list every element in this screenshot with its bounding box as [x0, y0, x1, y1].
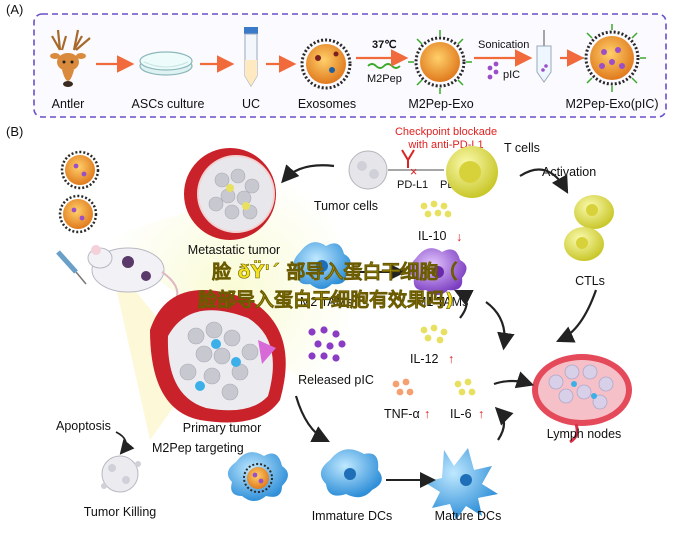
- released-pic-label: Released pIC: [298, 373, 374, 387]
- il6-up-arrow: ↑: [478, 407, 484, 421]
- light-beam: [100, 165, 360, 420]
- metastatic-tumor-icon: [184, 148, 276, 240]
- primary-tumor-icon: [150, 290, 286, 423]
- immature-dcs-label: Immature DCs: [312, 509, 393, 523]
- mouse-icon: [87, 245, 179, 301]
- pd-l1-label: PD-L1: [397, 179, 428, 191]
- tumor-killing-label: Tumor Killing: [84, 505, 157, 519]
- step-label-ascs-culture: ASCs culture: [132, 97, 205, 111]
- apoptosis-arrow: [115, 431, 135, 455]
- m2pep-label: M2Pep: [367, 73, 402, 85]
- il10-down-arrow: ↓: [456, 230, 462, 244]
- pic-dots-icon: [487, 61, 499, 80]
- t-cells-label: T cells: [504, 141, 540, 155]
- il12-label: IL-12: [410, 352, 439, 366]
- m2pep-targeting-label: M2Pep targeting: [152, 441, 244, 455]
- mature-dc-icon: [424, 448, 498, 520]
- t-cell-icon: [446, 146, 498, 198]
- m2-tams-label: M2 TAMs: [300, 295, 352, 309]
- metastatic-tumor-label: Metastatic tumor: [188, 243, 280, 257]
- panel-a-flow-arrows: [96, 49, 585, 73]
- m2pep-exo-pic-icon: [578, 24, 646, 92]
- peptide-icon: [367, 63, 401, 69]
- primary-tumor-label: Primary tumor: [183, 421, 261, 435]
- block-x: ×: [410, 165, 417, 179]
- il12-up-arrow: ↑: [448, 352, 454, 366]
- m2-tam-icon: [293, 242, 351, 289]
- sonication-tube-icon: [536, 30, 552, 83]
- targeted-tam-icon: [227, 452, 288, 501]
- ctl-cell-icon: [564, 195, 614, 261]
- step-label-uc: UC: [242, 97, 260, 111]
- apoptotic-cell-icon: [101, 455, 141, 493]
- step-label-exosomes: Exosomes: [298, 97, 356, 111]
- checkpoint-line1: Checkpoint blockade: [395, 126, 497, 138]
- tnf-up-arrow: ↑: [424, 407, 430, 421]
- watermark-line1: 脸 ðŸ'´ 部导入蛋白干细胞（: [212, 259, 457, 283]
- tnf-label: TNF-α: [384, 407, 420, 421]
- cycle-arrows: [281, 164, 598, 442]
- immature-dc-icon: [320, 449, 382, 498]
- temperature-label: 37℃: [372, 39, 397, 51]
- il6-label: IL-6: [450, 407, 472, 421]
- mature-dcs-label: Mature DCs: [435, 509, 502, 523]
- il6-cytokine-icon: [454, 378, 476, 396]
- released-pic-icon: [308, 326, 346, 362]
- syringe-icon: [56, 250, 87, 285]
- deer-icon: [50, 29, 91, 87]
- m2pep-exo-icon: [408, 30, 472, 94]
- ctls-label: CTLs: [575, 274, 605, 288]
- exosome-carrier-icon: [58, 150, 100, 234]
- tnf-cytokine-icon: [392, 378, 414, 396]
- il10-cytokine-icon: [420, 200, 452, 218]
- panel-a-label: (A): [6, 2, 23, 17]
- tumor-cells-label: Tumor cells: [314, 199, 378, 213]
- step-label-m2pep-exo-pic: M2Pep-Exo(pIC): [565, 97, 658, 111]
- exosome-icon: [300, 38, 352, 90]
- m1-tam-icon: [409, 248, 467, 295]
- il10-label: IL-10: [418, 229, 447, 243]
- watermark-line2: 脸部导入蛋白干细胞有效果吗): [198, 288, 454, 311]
- petri-dish-icon: [139, 51, 193, 76]
- antibody-icon: [401, 149, 415, 168]
- panel-b-label: (B): [6, 124, 23, 139]
- step-label-antler: Antler: [52, 97, 85, 111]
- pic-label: pIC: [503, 69, 520, 81]
- il12-cytokine-icon: [420, 324, 448, 344]
- sonication-label: Sonication: [478, 39, 529, 51]
- tumor-cell-icon: [348, 150, 388, 190]
- lymph-nodes-label: Lymph nodes: [547, 427, 622, 441]
- lymph-node-icon: [532, 354, 632, 444]
- apoptosis-label: Apoptosis: [56, 419, 111, 433]
- step-label-m2pep-exo: M2Pep-Exo: [408, 97, 473, 111]
- centrifuge-tube-icon: [244, 27, 258, 87]
